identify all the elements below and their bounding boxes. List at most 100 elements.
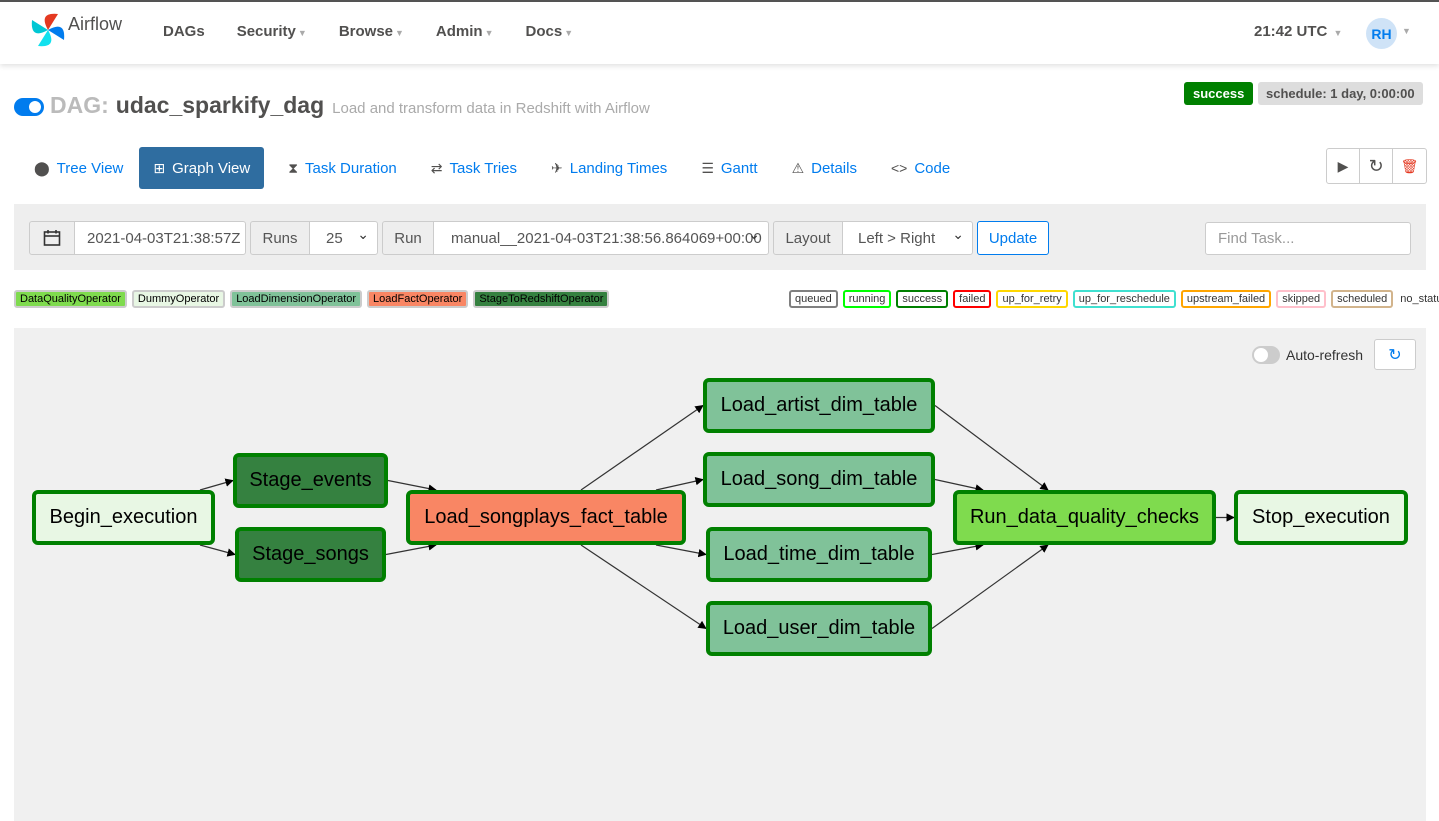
- graph-edge: [934, 405, 1049, 491]
- graph-edge: [385, 542, 437, 556]
- state-legend-item[interactable]: failed: [953, 290, 992, 308]
- operator-legend-item: StageToRedshiftOperator: [473, 290, 610, 308]
- graph-edge: [934, 478, 984, 493]
- dag-state-badge: success: [1184, 82, 1254, 105]
- task-node-stage-songs[interactable]: Stage_songs: [235, 527, 386, 582]
- nav-admin[interactable]: Admin▼: [435, 23, 494, 40]
- dag-pause-toggle[interactable]: [14, 98, 44, 116]
- task-node-user[interactable]: Load_user_dim_table: [706, 601, 932, 656]
- landing-icon: ✈: [551, 159, 563, 176]
- utc-clock[interactable]: 21:42 UTC ▼: [1254, 23, 1343, 40]
- warning-icon: ⚠: [791, 159, 805, 176]
- graph-edge: [199, 544, 236, 557]
- auto-refresh-toggle[interactable]: [1252, 346, 1280, 364]
- filter-bar: 2021-04-03T21:38:57Z Runs 25 Run manual_…: [14, 204, 1426, 270]
- tab-tree-view[interactable]: ⬤Tree View: [34, 159, 124, 177]
- graph-refresh-button[interactable]: ↻: [1374, 339, 1416, 370]
- state-legend-item[interactable]: no_status: [1398, 290, 1439, 308]
- graph-edge: [655, 544, 707, 558]
- nav-security[interactable]: Security▼: [236, 23, 307, 40]
- operator-legend-item: DataQualityOperator: [14, 290, 127, 308]
- tree-icon: ⬤: [34, 159, 50, 176]
- dag-prefix: DAG:: [50, 92, 109, 118]
- navbar: Airflow DAGs Security▼ Browse▼ Admin▼ Do…: [0, 2, 1439, 64]
- delete-dag-button[interactable]: 🗑: [1393, 149, 1426, 183]
- state-legend-item[interactable]: queued: [789, 290, 838, 308]
- dag-title: udac_sparkify_dag: [115, 92, 325, 118]
- dag-description: Load and transform data in Redshift with…: [332, 100, 650, 117]
- calendar-icon: [43, 230, 61, 246]
- caret-down-icon: ▼: [297, 28, 307, 38]
- operator-legend-item: LoadFactOperator: [367, 290, 469, 308]
- runs-select[interactable]: 25: [309, 221, 378, 255]
- top-border: [0, 0, 1439, 2]
- tab-gantt[interactable]: ☰Gantt: [701, 159, 758, 177]
- state-legend-item[interactable]: up_for_reschedule: [1072, 290, 1176, 308]
- task-node-artist[interactable]: Load_artist_dim_table: [703, 378, 935, 433]
- retry-icon: ⇄: [430, 159, 443, 176]
- graph-edge: [931, 544, 1049, 629]
- task-node-songplays[interactable]: Load_songplays_fact_table: [406, 490, 686, 545]
- graph-edge: [580, 544, 707, 629]
- task-node-song[interactable]: Load_song_dim_table: [703, 452, 935, 507]
- task-node-stage-events[interactable]: Stage_events: [233, 453, 388, 508]
- graph-edge: [655, 477, 704, 491]
- run-label: Run: [382, 221, 434, 255]
- tab-task-tries[interactable]: ⇄Task Tries: [430, 159, 518, 177]
- caret-down-icon: ▼: [484, 28, 494, 38]
- state-legend-item[interactable]: success: [896, 290, 949, 308]
- gantt-icon: ☰: [701, 159, 714, 176]
- task-node-begin[interactable]: Begin_execution: [32, 490, 215, 545]
- state-legend-item[interactable]: up_for_retry: [996, 290, 1068, 308]
- graph-icon: ⊞: [153, 159, 166, 176]
- nav-dags[interactable]: DAGs: [163, 23, 205, 40]
- tab-code[interactable]: <>Code: [890, 159, 951, 177]
- graph-edge: [387, 479, 437, 493]
- refresh-dag-button[interactable]: ↻: [1360, 149, 1393, 183]
- layout-select[interactable]: Left > Right: [842, 221, 973, 255]
- base-date-input[interactable]: 2021-04-03T21:38:57Z: [74, 221, 246, 255]
- runs-label: Runs: [250, 221, 310, 255]
- calendar-button[interactable]: [29, 221, 75, 255]
- auto-refresh[interactable]: Auto-refresh: [1252, 346, 1363, 364]
- caret-down-icon: ▼: [564, 28, 574, 38]
- user-avatar[interactable]: RH: [1366, 18, 1397, 49]
- graph-edges: [199, 405, 1235, 629]
- caret-down-icon[interactable]: ▼: [1402, 26, 1411, 36]
- nav-browse[interactable]: Browse▼: [338, 23, 404, 40]
- schedule-badge: schedule: 1 day, 0:00:00: [1258, 82, 1423, 105]
- state-legend-item[interactable]: skipped: [1276, 290, 1327, 308]
- task-node-stop[interactable]: Stop_execution: [1234, 490, 1408, 545]
- trigger-dag-button[interactable]: ▶: [1327, 149, 1360, 183]
- dag-header: DAG: udac_sparkify_dag Load and transfor…: [14, 92, 650, 119]
- tab-landing-times[interactable]: ✈Landing Times: [551, 159, 668, 177]
- task-node-time[interactable]: Load_time_dim_table: [706, 527, 932, 582]
- trash-icon: 🗑: [1400, 157, 1419, 174]
- state-legend-item[interactable]: scheduled: [1331, 290, 1394, 308]
- play-icon: ▶: [1337, 157, 1349, 174]
- tab-details[interactable]: ⚠Details: [791, 159, 857, 177]
- dag-graph: Auto-refresh ↻ Begin_execution Stage_even…: [14, 328, 1426, 821]
- nav-docs[interactable]: Docs▼: [525, 23, 574, 40]
- run-select[interactable]: manual__2021-04-03T21:38:56.864069+00:00: [433, 221, 769, 255]
- dag-actions: ▶ ↻ 🗑: [1326, 148, 1427, 184]
- task-node-quality[interactable]: Run_data_quality_checks: [953, 490, 1216, 545]
- state-legend-item[interactable]: running: [842, 290, 892, 308]
- refresh-icon: ↻: [1388, 346, 1402, 364]
- layout-label: Layout: [773, 221, 843, 255]
- caret-down-icon: ▼: [1333, 28, 1343, 38]
- update-button[interactable]: Update: [977, 221, 1049, 255]
- pinwheel-icon: [31, 13, 65, 47]
- graph-edge: [580, 405, 704, 491]
- view-tabs: ⬤Tree View ⊞Graph View ⧗Task Duration ⇄T…: [20, 147, 970, 189]
- tab-task-duration[interactable]: ⧗Task Duration: [288, 159, 397, 177]
- operator-legend-item: DummyOperator: [131, 290, 226, 308]
- refresh-icon: ↻: [1368, 155, 1384, 176]
- find-task-input[interactable]: Find Task...: [1205, 222, 1411, 255]
- graph-edge: [199, 478, 234, 491]
- tab-graph-view[interactable]: ⊞Graph View: [139, 147, 265, 189]
- state-legend-item[interactable]: upstream_failed: [1180, 290, 1272, 308]
- airflow-logo[interactable]: Airflow: [28, 10, 122, 50]
